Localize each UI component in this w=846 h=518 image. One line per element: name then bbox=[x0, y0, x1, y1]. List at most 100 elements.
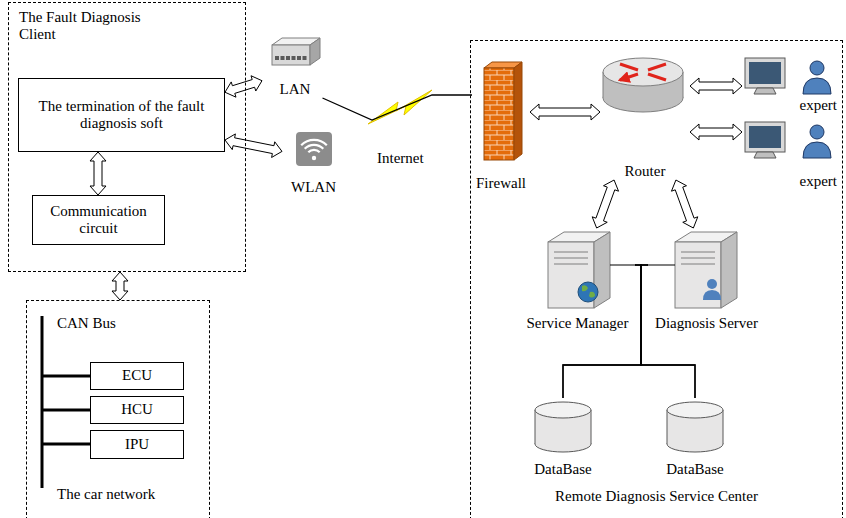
expert-person bbox=[803, 78, 831, 94]
node-label: The termination of the fault diagnosis s… bbox=[25, 98, 218, 133]
node-label: Service Manager bbox=[526, 315, 628, 332]
lan-switch-icon bbox=[310, 38, 320, 65]
diagnosis-server bbox=[703, 290, 721, 300]
node-label: Firewall bbox=[476, 175, 526, 192]
firewall-node: Firewall bbox=[472, 58, 530, 192]
switch-ports bbox=[297, 56, 301, 60]
server-node: Service Manager bbox=[520, 228, 635, 332]
switch-ports bbox=[286, 56, 290, 60]
service-manager-server bbox=[554, 252, 588, 264]
firewall-icon bbox=[514, 62, 522, 160]
node-label: Diagnosis Server bbox=[655, 315, 758, 332]
lan-switch-icon bbox=[272, 38, 320, 65]
switch-ports bbox=[303, 56, 307, 60]
wlan-icon bbox=[312, 156, 316, 160]
diagnosis-server bbox=[675, 232, 737, 308]
expert-computer bbox=[754, 88, 776, 94]
expert-computer bbox=[745, 58, 785, 158]
switch-ports bbox=[275, 56, 307, 60]
lan-node: LAN bbox=[262, 32, 328, 98]
diagnosis-server bbox=[681, 252, 715, 264]
firewall-icon bbox=[484, 68, 514, 160]
expert-person bbox=[810, 125, 824, 139]
can-bus-line bbox=[42, 316, 90, 488]
expert-computer bbox=[749, 62, 781, 84]
firewall-icon bbox=[484, 62, 522, 160]
router-icon bbox=[603, 58, 683, 112]
node-label: DataBase bbox=[534, 461, 591, 478]
service-manager-server bbox=[578, 282, 598, 302]
expert-computer bbox=[754, 152, 776, 158]
expert-node: expert bbox=[742, 116, 843, 190]
hollow-arrow bbox=[90, 152, 106, 195]
diagnosis-server bbox=[675, 242, 721, 308]
unit-box: IPU bbox=[90, 430, 184, 459]
diagnosis-server bbox=[707, 279, 717, 289]
connector-line bbox=[635, 265, 695, 398]
router-icon bbox=[603, 58, 683, 86]
internet-bolt bbox=[368, 90, 432, 124]
database-node: DataBase bbox=[520, 398, 606, 478]
can-bus-line bbox=[42, 376, 90, 444]
switch-ports bbox=[275, 56, 279, 60]
internet-bolt bbox=[368, 90, 432, 124]
database-cylinder bbox=[667, 402, 723, 418]
hollow-arrow bbox=[225, 76, 262, 97]
node-label: WLAN bbox=[291, 179, 336, 196]
region-caption: Remote Diagnosis Service Center bbox=[555, 488, 758, 505]
wlan-icon bbox=[296, 132, 332, 166]
hollow-arrow bbox=[592, 180, 618, 228]
hollow-arrow bbox=[671, 180, 697, 228]
lan-switch-icon bbox=[272, 45, 310, 65]
diagnosis-server bbox=[721, 232, 737, 308]
node-label: expert bbox=[800, 173, 837, 190]
switch-ports bbox=[292, 56, 296, 60]
hollow-arrow bbox=[225, 134, 282, 158]
connector-line bbox=[323, 95, 473, 120]
database-node: DataBase bbox=[650, 398, 740, 478]
region-heading: The Fault Diagnosis Client bbox=[19, 9, 159, 44]
service-center-region: Remote Diagnosis Service Center Firewall R… bbox=[470, 40, 843, 518]
software-box: The termination of the fault diagnosis s… bbox=[18, 78, 225, 152]
can-bus-line bbox=[41, 316, 44, 488]
expert-person bbox=[810, 61, 824, 75]
service-manager-server bbox=[582, 285, 595, 297]
expert-node: expert bbox=[742, 52, 843, 114]
database-cylinder bbox=[535, 402, 591, 418]
car-network-region: CAN BusThe car network ECU HCU IPU bbox=[26, 300, 210, 518]
node-label: LAN bbox=[280, 81, 311, 98]
expert-computer bbox=[749, 126, 781, 148]
unit-box: ECU bbox=[90, 362, 184, 390]
node-label: DataBase bbox=[666, 461, 723, 478]
node-label: IPU bbox=[125, 436, 149, 453]
node-label: HCU bbox=[121, 401, 153, 418]
unit-box: HCU bbox=[90, 396, 184, 424]
node-label: Communication circuit bbox=[39, 203, 158, 238]
connector-line bbox=[563, 265, 641, 398]
expert-person bbox=[803, 142, 831, 158]
wlan-icon bbox=[301, 140, 327, 152]
node-label: Router bbox=[625, 163, 666, 180]
node-label: ECU bbox=[122, 367, 152, 384]
switch-ports bbox=[281, 56, 285, 60]
service-manager-server bbox=[548, 232, 610, 308]
wlan-node: WLAN bbox=[282, 128, 345, 196]
region-heading: CAN Bus bbox=[57, 315, 116, 332]
router-icon bbox=[620, 64, 666, 80]
circuit-box: Communication circuit bbox=[32, 195, 165, 245]
hollow-arrow bbox=[690, 124, 742, 140]
connector-line bbox=[641, 265, 695, 398]
hollow-arrow bbox=[530, 104, 600, 120]
edge-label: Internet bbox=[375, 150, 426, 167]
database-cylinder bbox=[535, 402, 723, 452]
expert-computer bbox=[745, 58, 785, 88]
connector-line bbox=[563, 265, 648, 398]
region-caption: The car network bbox=[57, 486, 155, 503]
expert-computer bbox=[745, 122, 785, 152]
hollow-arrow bbox=[690, 78, 742, 94]
node-label: expert bbox=[800, 97, 837, 114]
wlan-icon bbox=[296, 132, 332, 166]
router-node: Router bbox=[600, 55, 690, 180]
client-region: The Fault Diagnosis ClientThe terminatio… bbox=[8, 2, 246, 272]
